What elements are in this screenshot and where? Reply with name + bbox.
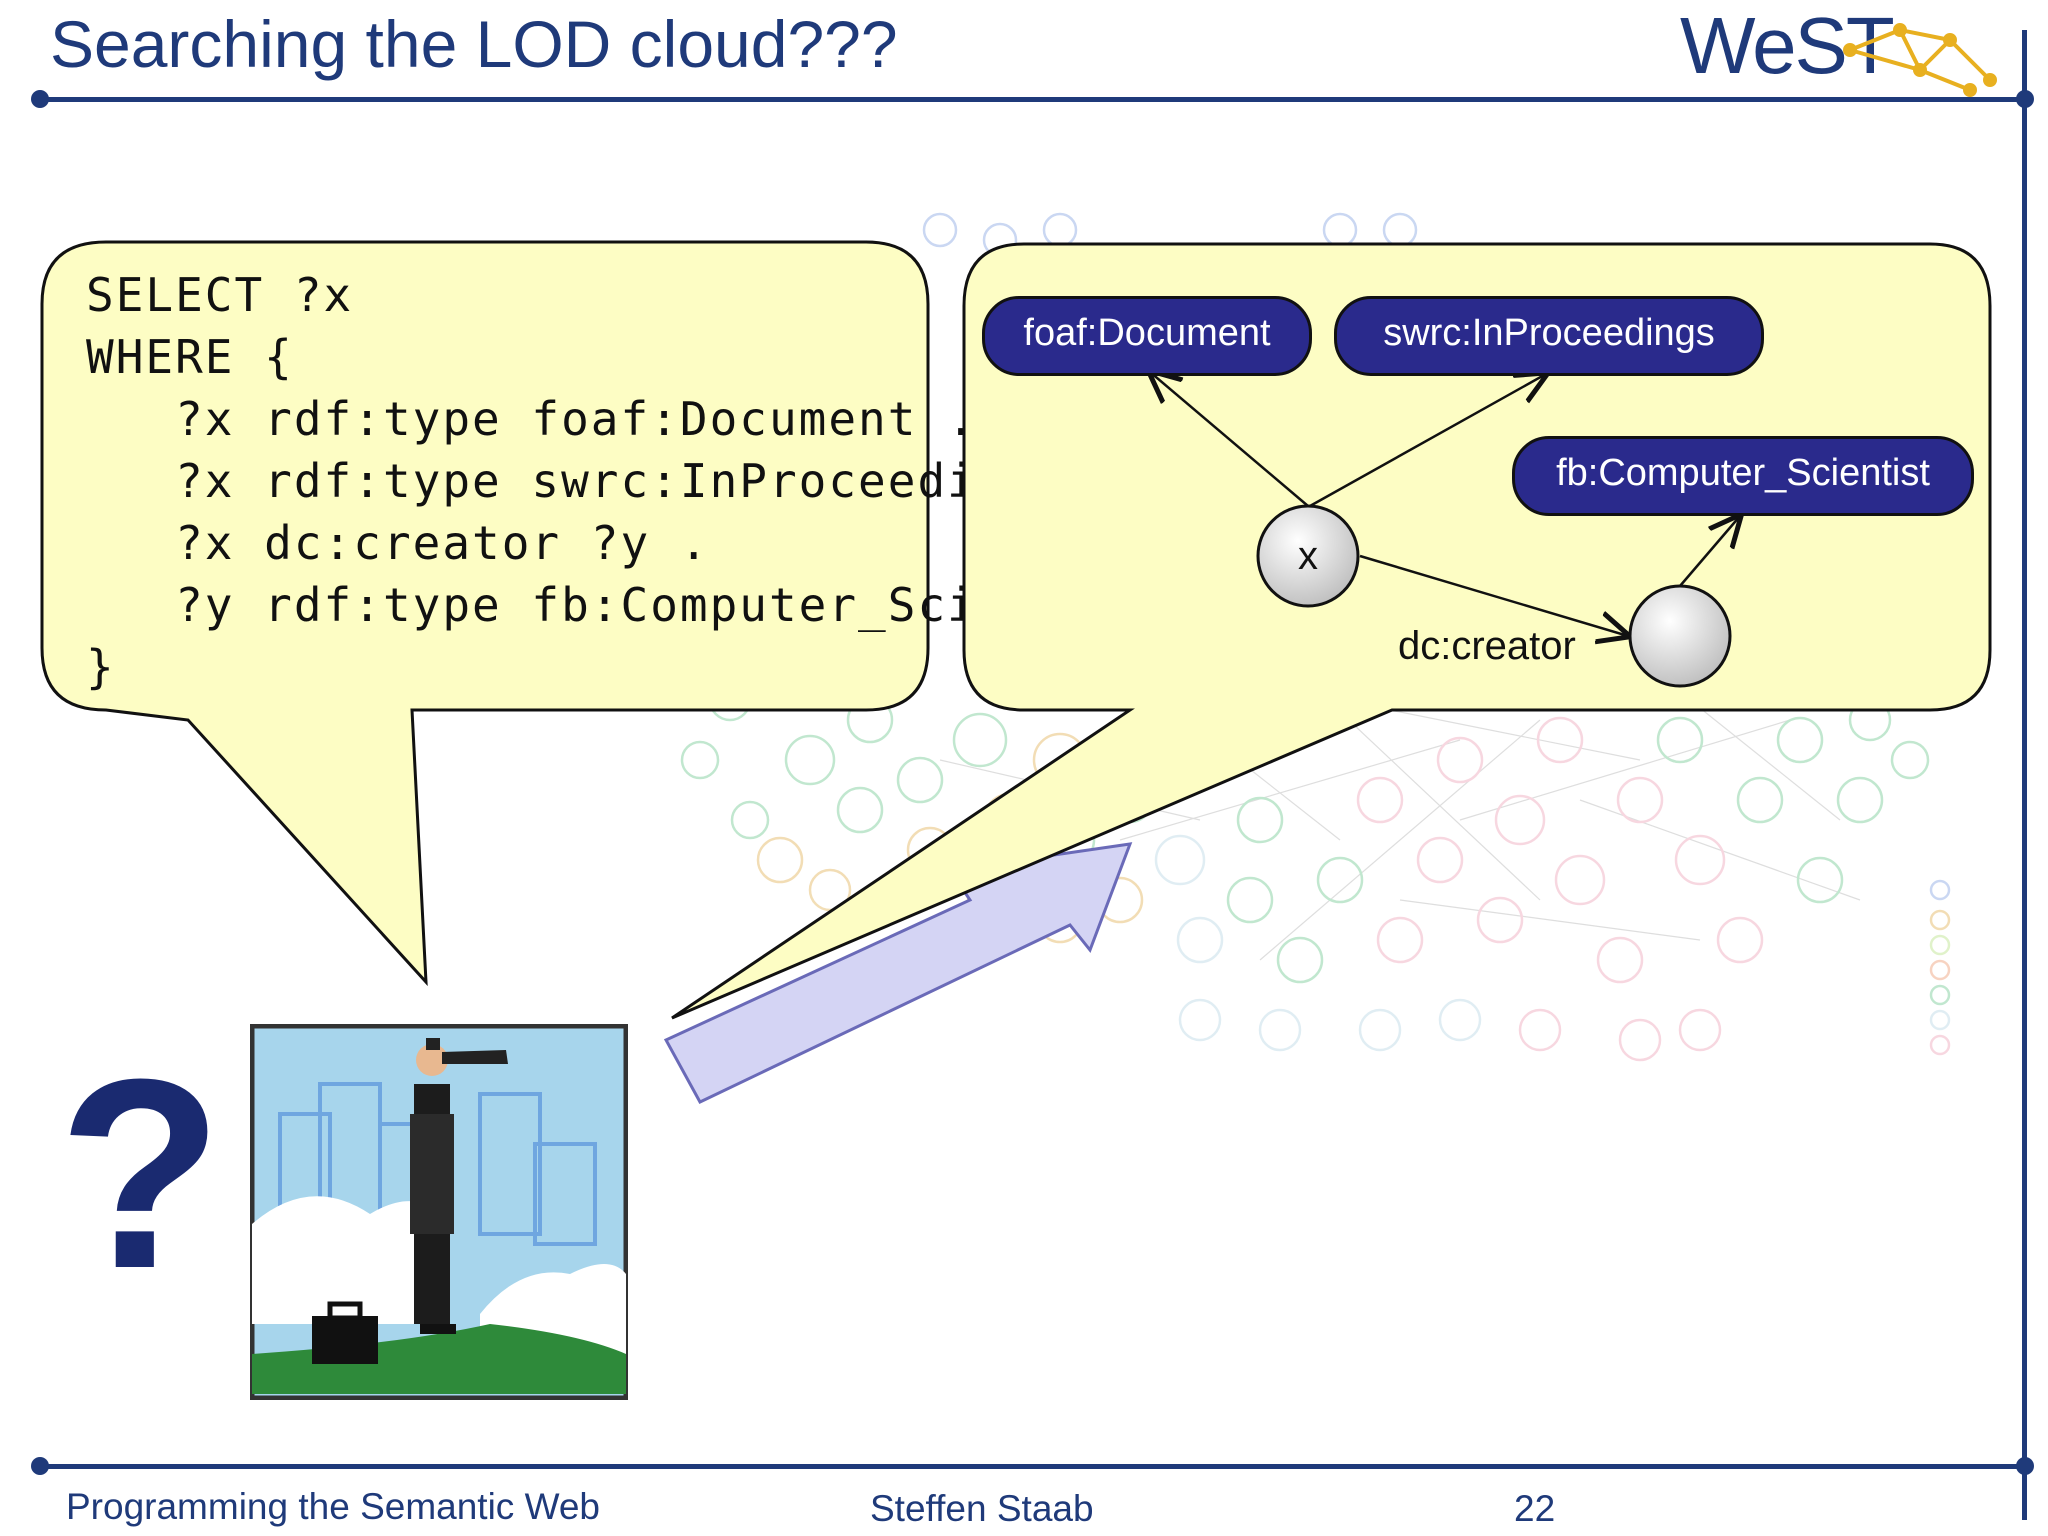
pointer-arrow-icon <box>663 842 1133 1104</box>
query-line-close: } <box>86 640 116 694</box>
west-logo-network-icon <box>1843 23 1997 97</box>
variable-node-y <box>1628 584 1732 688</box>
query-callout <box>40 240 930 987</box>
query-line-select: SELECT ?x <box>86 268 354 322</box>
slide-title: Searching the LOD cloud??? <box>50 7 898 81</box>
footer-course: Programming the Semantic Web <box>66 1486 600 1527</box>
footer-page-number: 22 <box>1514 1488 1556 1529</box>
query-line-where: WHERE { <box>86 330 294 384</box>
query-line-triple-1: ?x rdf:type foaf:Document . <box>86 392 977 446</box>
class-node-swrc-inproceedings-label: swrc:InProceedings <box>1383 312 1715 354</box>
variable-node-x <box>1256 504 1360 608</box>
query-line-triple-4: ?y rdf:type fb:Computer_Scientist <box>86 578 1155 632</box>
footer-author: Steffen Staab <box>870 1488 1094 1529</box>
question-mark-icon: ? <box>58 1024 223 1325</box>
class-node-foaf-document <box>982 296 1312 376</box>
variable-node-x-label: x <box>1298 534 1318 578</box>
header-rule-dot <box>31 90 49 108</box>
man-with-telescope-icon <box>250 1024 628 1400</box>
header-rule <box>40 97 2030 102</box>
footer-rule-dot-left <box>31 1457 49 1475</box>
edge-label-dc-creator: dc:creator <box>1398 624 1576 668</box>
query-line-triple-3: ?x dc:creator ?y . <box>86 516 710 570</box>
footer-rule <box>40 1464 2030 1469</box>
right-rule-dot-top <box>2016 90 2034 108</box>
right-rule <box>2022 30 2027 1520</box>
class-node-fb-computer-scientist <box>1512 436 1974 516</box>
class-node-fb-computer-scientist-label: fb:Computer_Scientist <box>1556 452 1930 494</box>
class-node-foaf-document-label: foaf:Document <box>1023 312 1271 354</box>
class-node-swrc-inproceedings <box>1334 296 1764 376</box>
footer-rule-dot-right <box>2016 1457 2034 1475</box>
graph-pattern <box>960 280 2000 688</box>
